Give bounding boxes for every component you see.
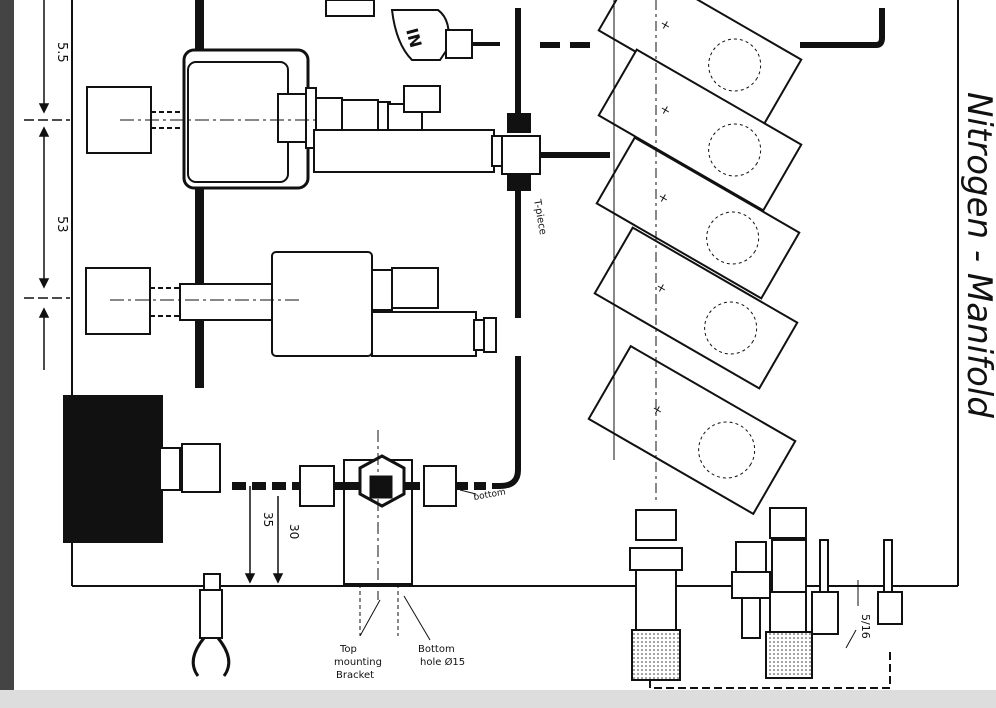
top-mounting-line-1: Top	[339, 644, 357, 655]
gauge-assembly-top	[86, 48, 505, 190]
manifold-pipe	[492, 8, 885, 489]
dimension-vertical-left: 35	[261, 512, 275, 527]
inlet-fitting	[325, 0, 500, 61]
drawing-title: Nitrogen - Manifold	[959, 92, 996, 418]
bottom-hole-line-1: Bottom	[418, 644, 455, 655]
bottom-dimensions	[244, 486, 284, 584]
bottom-gas-line	[232, 430, 492, 600]
bottom-hole-line-2: hole Ø15	[420, 656, 465, 668]
top-mounting-line-3: Bracket	[336, 670, 374, 681]
tee-label: T-piece	[531, 198, 548, 236]
t-piece	[501, 113, 541, 191]
dimension-mid: 53	[54, 216, 69, 233]
valve-plate-3	[595, 136, 801, 300]
regulator-assembly-middle	[85, 251, 497, 357]
inlet-label: IN	[402, 26, 425, 50]
bottom-hole-label: Bottom hole Ø15	[418, 644, 465, 668]
top-mounting-line-2: mounting	[334, 657, 382, 668]
spring-clip	[191, 573, 231, 677]
valve-plate-2	[597, 48, 803, 212]
dimension-vertical-right: 30	[287, 524, 301, 539]
valve-plates	[587, 0, 803, 516]
side-dimension-label: 5/16	[859, 614, 872, 639]
top-mounting-label: Top mounting Bracket	[334, 644, 385, 681]
filter-block	[63, 395, 221, 543]
left-dimension-lines	[24, 0, 70, 370]
bottom-fittings	[629, 507, 903, 689]
scan-left-edge	[0, 0, 14, 708]
scan-bottom-edge	[0, 690, 996, 708]
valve-plate-5	[587, 344, 797, 516]
annotation-leaders	[359, 489, 859, 649]
dimension-top: 5.5	[54, 42, 69, 63]
vertical-support-bar	[195, 0, 204, 388]
